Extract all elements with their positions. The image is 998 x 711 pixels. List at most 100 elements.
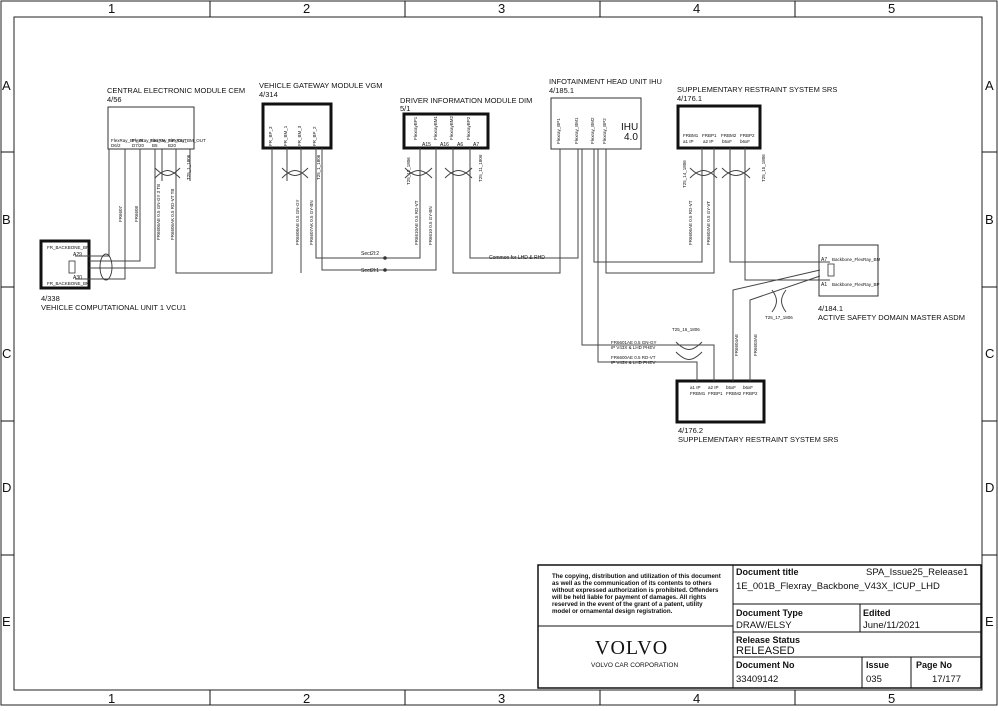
module-asdm[interactable]: A7 Backbone_FlexRay_BM A1 Backbone_FlexR… xyxy=(818,244,965,322)
asdm-pinid-2: A1 xyxy=(821,282,827,288)
ihu-pin-2: Flexray_BM1 xyxy=(574,117,579,144)
column-markers-top: 1 2 3 4 5 xyxy=(108,1,895,17)
module-dim[interactable]: DRIVER INFORMATION MODULE DIM 5/1 Flexra… xyxy=(400,96,532,150)
doc-type-value: DRAW/ELSY xyxy=(736,620,792,631)
cem-pin-4: FlexRay_BM_OUT xyxy=(168,138,206,143)
cem-pinid-3: B5 xyxy=(152,143,158,148)
wire-label-t25-3: T25_12_1806 xyxy=(406,157,411,185)
row-e-right: E xyxy=(985,614,994,629)
vgm-pin-2: FR_BM_1 xyxy=(283,125,288,146)
wire-label-common: Common for LHD & RHD xyxy=(489,255,545,261)
wire-label-t25-srs: T25_14_1806 xyxy=(682,160,687,188)
notice-line-5: reserved in the event of the grant of a … xyxy=(552,601,703,608)
vgm-pin-1: FR_BP_3 xyxy=(268,126,273,146)
drawing-frame xyxy=(13,16,983,691)
row-b-right: B xyxy=(985,212,994,227)
wire-label-splice-2: Sect2l:1 xyxy=(361,268,379,274)
module-srs-1[interactable]: SUPPLEMENTARY RESTRAINT SYSTEM SRS 4/176… xyxy=(676,85,837,150)
title-block: The copying, distribution and utilizatio… xyxy=(537,564,982,689)
dim-pinid-3: A6 xyxy=(457,142,463,148)
srs1-title: SUPPLEMENTARY RESTRAINT SYSTEM SRS xyxy=(677,85,837,94)
asdm-ref: 4/184.1 xyxy=(818,304,843,313)
col-1-bottom: 1 xyxy=(108,691,115,706)
row-c-left: C xyxy=(2,346,11,361)
row-d-right: D xyxy=(985,480,994,495)
cem-pinid-4: B20 xyxy=(168,143,177,148)
wire-label-cem-vgm: FR6606AE 0.5 GN-GY 3 TB xyxy=(156,184,161,240)
row-c-right: C xyxy=(985,346,994,361)
wire-label-dim-ihu: FR6610AE 0.5 RD-VT xyxy=(414,200,419,245)
wire-label-cem-vcu-a: FR6607 xyxy=(118,205,123,222)
asdm-pin-2: Backbone_FlexRay_BP xyxy=(832,282,880,287)
company-name: VOLVO CAR CORPORATION xyxy=(591,662,678,669)
dim-pin-2: FlexrayBM1 xyxy=(433,115,438,140)
release-label: Release Status xyxy=(736,635,800,645)
dim-pin-4: FlexrayBP2 xyxy=(466,116,471,140)
col-4-bottom: 4 xyxy=(693,691,700,706)
module-cem[interactable]: CENTRAL ELECTRONIC MODULE CEM 4/56 FlexR… xyxy=(107,86,245,150)
cem-pinid-1: D6/2 xyxy=(111,143,121,148)
page-value: 17/177 xyxy=(932,674,961,685)
module-ihu[interactable]: INFOTAINMENT HEAD UNIT IHU 4/185.1 IHU 4… xyxy=(549,77,662,150)
column-markers-bottom: 1 2 3 4 5 xyxy=(108,690,895,706)
doc-no-label: Document No xyxy=(736,660,795,670)
col-3-bottom: 3 xyxy=(498,691,505,706)
col-2-bottom: 2 xyxy=(303,691,310,706)
srs1-pin-3: FRBM2 xyxy=(721,133,737,138)
row-markers-right: A B C D E xyxy=(982,78,997,629)
wire-label-t25-srs-2: T25_15_1806 xyxy=(761,154,766,182)
row-b-left: B xyxy=(2,212,11,227)
module-vgm[interactable]: VEHICLE GATEWAY MODULE VGM 4/314 FR_BP_3… xyxy=(259,81,383,150)
ihu-badge-2: 4.0 xyxy=(624,132,638,143)
dim-pinid-4: A7 xyxy=(473,142,479,148)
srs1-pin-2: FRBP1 xyxy=(702,133,717,138)
vcu-pin-1: FR_BACKBONE_BP xyxy=(47,245,89,250)
asdm-pinid-1: A7 xyxy=(821,257,827,263)
cem-pin-2: FlexRay_BM_IN xyxy=(132,138,165,143)
vcu-pinid-2: A30 xyxy=(73,275,82,281)
release-value: RELEASED xyxy=(736,645,795,657)
asdm-pin-1: Backbone_FlexRay_BM xyxy=(832,257,881,262)
srs2-pin-3: FRBM2 xyxy=(726,391,742,396)
wire-label-srs-b: FR6603AE 0.5 GY-VT xyxy=(706,201,711,245)
row-a-left: A xyxy=(2,78,11,93)
srs2-pin-4: FRBP2 xyxy=(743,391,758,396)
wire-labels: FR6607 FR6608 FR6606AE 0.5 GN-GY 3 TB FR… xyxy=(118,154,793,365)
cem-pin-3: FlexRay_BP_OUT xyxy=(150,138,187,143)
ihu-pin-4: Flexray_BP2 xyxy=(602,118,607,144)
edited-value: June/11/2021 xyxy=(863,620,920,631)
ihu-pin-1: Flexray_BP1 xyxy=(556,118,561,144)
notice-line-1: The copying, distribution and utilizatio… xyxy=(552,573,721,580)
wire-label-t25-asdm: T25_17_1806 xyxy=(765,315,793,320)
col-5-bottom: 5 xyxy=(888,691,895,706)
doc-title-value: 1E_001B_Flexray_Backbone_V43X_ICUP_LHD xyxy=(736,581,940,592)
notice-line-3: without expressed authorization is prohi… xyxy=(551,587,719,594)
ihu-badge: IHU xyxy=(621,122,638,133)
wire-label-lower-a: FR6601AE 0.5 GN-GY xyxy=(611,340,657,345)
wire-label-t25-4: T25_11_1806 xyxy=(478,154,483,182)
srs1-pinid-1: a1 IP xyxy=(683,139,694,144)
wire-label-lower-a-2: IP V43X & LHD PHEV xyxy=(611,345,655,350)
vgm-pin-3: FR_BM_3 xyxy=(297,125,302,146)
row-a-right: A xyxy=(985,78,994,93)
col-3-top: 3 xyxy=(498,1,505,16)
notice-line-6: model or ornamental design registration. xyxy=(552,608,673,615)
module-vcu1[interactable]: FR_BACKBONE_BP A29 A30 FR_BACKBONE_BM 4/… xyxy=(39,239,186,312)
col-1-top: 1 xyxy=(108,1,115,16)
cem-pinid-2: D7/20 xyxy=(132,143,145,148)
ihu-pin-3: Flexray_BM2 xyxy=(590,117,595,144)
srs2-ref: 4/176.2 xyxy=(678,426,703,435)
doc-title-label: Document title xyxy=(736,567,799,577)
ihu-title: INFOTAINMENT HEAD UNIT IHU xyxy=(549,77,662,86)
row-e-left: E xyxy=(2,614,11,629)
module-srs-2[interactable]: a1 IP a2 IP b5xF b6xF FRBM1 FRBP1 FRBM2 … xyxy=(675,379,838,444)
dim-ref: 5/1 xyxy=(400,104,410,113)
srs1-pinid-4: b6xF xyxy=(740,139,750,144)
row-d-left: D xyxy=(2,480,11,495)
cem-title: CENTRAL ELECTRONIC MODULE CEM xyxy=(107,86,245,95)
dim-pinid-1: A15 xyxy=(422,142,431,148)
cem-ref: 4/56 xyxy=(107,95,122,104)
doc-type-label: Document Type xyxy=(736,608,803,618)
page-label: Page No xyxy=(916,660,953,670)
